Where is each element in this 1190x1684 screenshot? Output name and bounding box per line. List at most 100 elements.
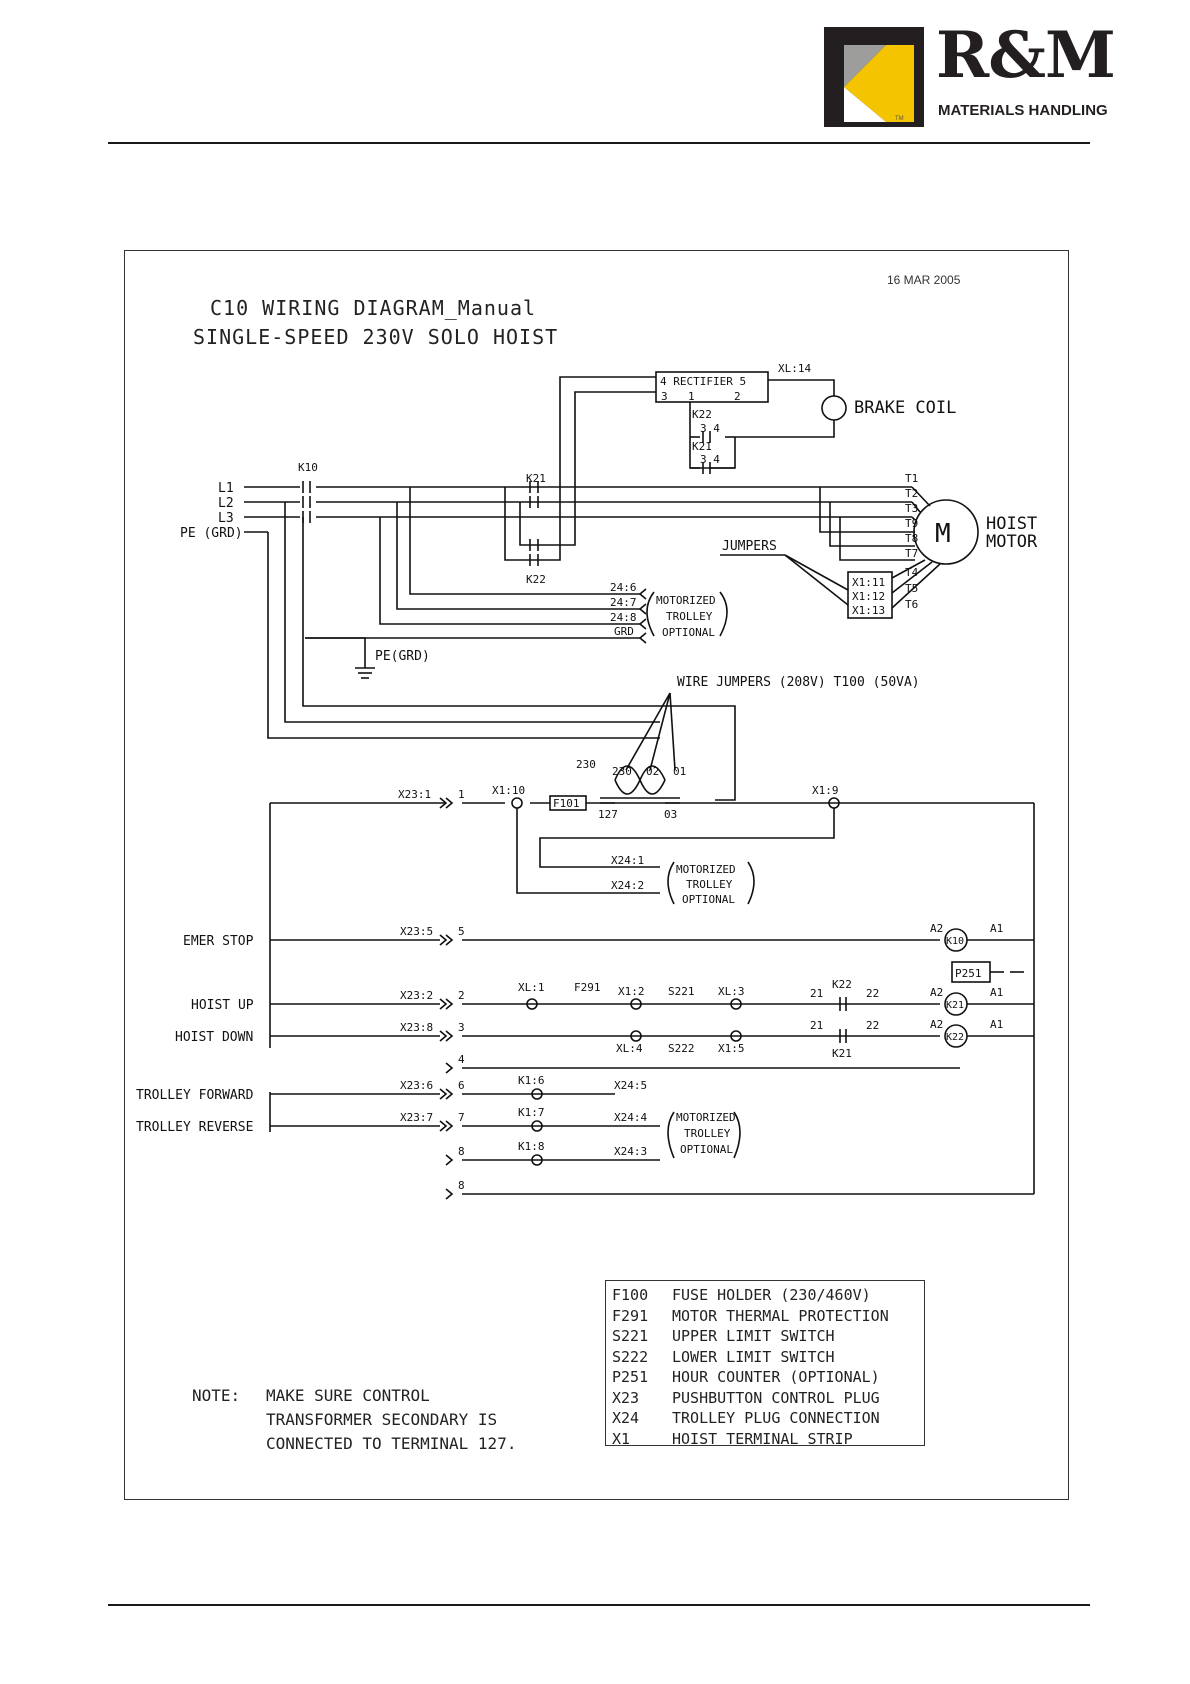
label-f291: F291 [574,981,601,994]
label-n2: 2 [458,989,465,1002]
legend-code: F291 [612,1306,649,1325]
label-l1: L1 [218,481,234,496]
diagram-title-line2: SINGLE-SPEED 230V SOLO HOIST [193,325,559,349]
label-x23-5: X23:5 [400,925,433,938]
label-a1-k21: A1 [990,986,1003,999]
label-mt1-b: MOTORIZED [676,863,736,876]
label-mt1-a: MOTORIZED [656,594,716,607]
label-t1: T1 [905,472,918,485]
rectifier-box [655,371,769,403]
label-mt2-c: TROLLEY [684,1127,731,1140]
brand-subtitle: MATERIALS HANDLING [938,102,1108,119]
brake-coil-symbol [821,395,847,421]
legend-description: HOUR COUNTER (OPTIONAL) [672,1368,880,1386]
label-motor-m: M [935,519,951,549]
label-n8b: 8 [458,1179,465,1192]
label-a1-k22: A1 [990,1018,1003,1031]
diagram-date: 16 MAR 2005 [887,273,961,287]
label-a2-k10: A2 [930,922,943,935]
label-k17: K1:7 [518,1106,545,1119]
label-n7: 7 [458,1111,465,1124]
label-t7: T7 [905,547,918,560]
label-c22a: 22 [866,987,879,1000]
label-c21a: 21 [810,987,823,1000]
label-t02: 02 [646,765,659,778]
label-n3: 3 [458,1021,465,1034]
label-trolley-reverse: TROLLEY REVERSE [136,1120,253,1135]
label-k21-main: K21 [526,472,546,485]
legend-code: X23 [612,1388,640,1407]
legend-row: S221 UPPER LIMIT SWITCH [612,1326,918,1347]
diagram-title-line1: C10 WIRING DIAGRAM_Manual [210,296,537,320]
label-k22-coil: K22 [946,1032,964,1043]
label-t5: T5 [905,582,918,595]
label-rectifier: 4 RECTIFIER 5 [660,375,746,388]
legend-description: FUSE HOLDER (230/460V) [672,1286,871,1304]
label-x23-7: X23:7 [400,1111,433,1124]
label-t127: 127 [598,808,618,821]
label-f101: F101 [553,797,580,810]
label-hoist-up: HOIST UP [191,998,254,1013]
legend-code: S221 [612,1327,649,1345]
label-c34b: 3 4 [700,453,720,466]
label-rect-1: 1 [688,390,695,403]
label-a1-k10: A1 [990,922,1003,935]
label-trolley-forward: TROLLEY FORWARD [136,1088,254,1103]
label-xl4: XL:4 [616,1042,643,1055]
label-x24-7: 24:7 [610,596,637,609]
label-xl14: XL:14 [778,362,811,375]
label-l2: L2 [218,496,234,511]
label-a2-k22: A2 [930,1018,943,1031]
label-n1: 1 [458,788,465,801]
legend-description: PUSHBUTTON CONTROL PLUG [672,1388,880,1407]
label-n8a: 8 [458,1145,465,1158]
label-mt1-c: MOTORIZED [676,1111,736,1124]
label-xl3: XL:3 [718,985,745,998]
label-rect-2: 2 [734,390,741,403]
label-t9: T9 [905,517,918,530]
label-k22-main: K22 [526,573,546,586]
label-grd: GRD [614,625,634,638]
legend-description: HOIST TERMINAL STRIP [672,1429,853,1448]
label-t3: T3 [905,502,918,515]
label-hoist-motor-2: MOTOR [986,532,1038,552]
label-t2: T2 [905,487,918,500]
header-rule [108,142,1090,144]
label-x19: X1:9 [812,784,839,797]
label-jumpers: JUMPERS [722,539,777,554]
label-x23-1: X23:1 [398,788,431,801]
label-n5: 5 [458,925,465,938]
legend-code: X24 [612,1409,640,1427]
label-x23-2: X23:2 [400,989,433,1002]
label-rect-3: 3 [661,390,668,403]
label-t03: 03 [664,808,677,821]
label-xl1: XL:1 [518,981,545,994]
label-x110: X1:10 [492,784,525,797]
label-x23-6: X23:6 [400,1079,433,1092]
brand-name: R&M [936,18,1116,93]
legend-description: MOTOR THERMAL PROTECTION [672,1306,889,1325]
label-t230: 230 [576,758,596,771]
label-p251: P251 [955,967,982,980]
logo-mark-icon [824,27,924,127]
note-line-2: TRANSFORMER SECONDARY IS [266,1410,498,1429]
label-mt3-a: OPTIONAL [662,626,715,639]
label-hoist-down: HOIST DOWN [175,1030,253,1045]
label-x24-4: X24:4 [614,1111,647,1124]
legend-row: X23 PUSHBUTTON CONTROL PLUG [612,1388,918,1409]
label-pe: PE (GRD) [180,526,243,541]
legend-code: S222 [612,1347,649,1366]
label-pegrd: PE(GRD) [375,649,430,664]
label-t4: T4 [905,566,919,579]
footer-rule [108,1604,1090,1606]
brand-tm: TM [895,116,904,122]
label-n6: 6 [458,1079,465,1092]
legend-description: UPPER LIMIT SWITCH [672,1327,835,1345]
label-x112: X1:12 [852,590,885,603]
label-x113: X1:13 [852,604,885,617]
label-mt3-c: OPTIONAL [680,1143,733,1156]
label-t8: T8 [905,532,918,545]
